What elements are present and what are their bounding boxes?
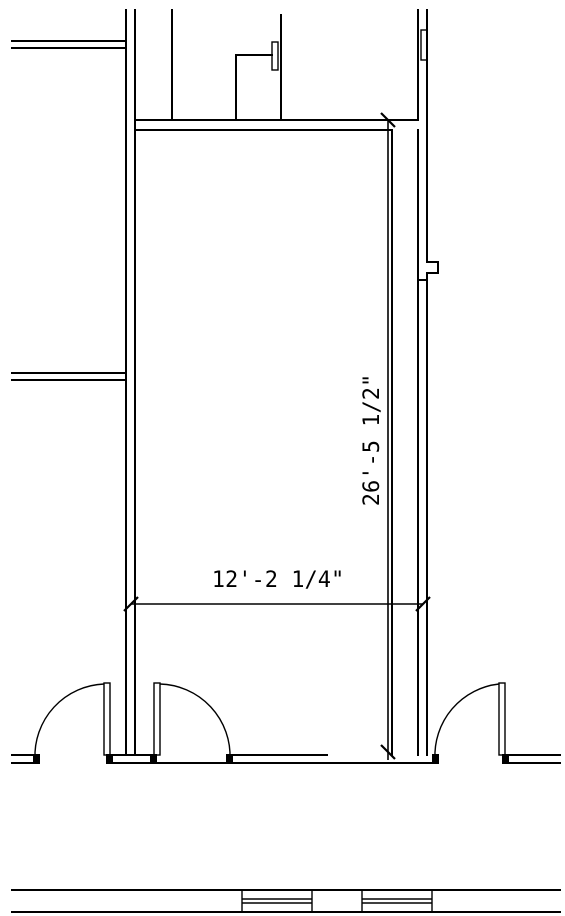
upper-closet-door-jamb [271,41,279,71]
width-dimension-tick-right [415,596,431,612]
top-left-wall [11,40,127,49]
lower-exterior-wall [11,889,561,913]
bottom-corridor-wall [11,754,561,764]
door-center-swing [159,683,231,760]
height-dimension-label: 26'-5 1/2" [360,374,385,506]
height-dimension-tick-bottom [380,744,396,760]
door-center-leaf [153,682,161,756]
right-room-wall [391,9,439,756]
door-left-swing [34,683,105,760]
column-bump [417,261,439,281]
upper-right-door-jamb [420,29,428,61]
window-right [361,889,433,913]
top-room-wall [134,119,419,131]
door-right-swing [434,683,500,760]
door-right-jamb [432,754,439,764]
door-center-jamb [150,754,157,764]
door-center [150,682,233,764]
door-right-jamb-2 [502,754,509,764]
height-dimension-tick-top [380,112,396,128]
window-left [241,889,313,913]
door-right [432,682,509,764]
width-dimension-label: 12'-2 1/4" [212,568,344,593]
width-dimension: 12'-2 1/4" [123,568,431,612]
left-room-wall [125,9,136,756]
door-center-jamb-2 [226,754,233,764]
door-left-jamb-2 [106,754,113,764]
height-dimension: 26'-5 1/2" [360,112,396,760]
width-dimension-tick-left [123,596,139,612]
door-right-leaf [498,682,506,756]
upper-closet [171,9,282,121]
door-left-jamb [33,754,40,764]
door-left-leaf [103,682,111,756]
mid-left-wall [11,372,127,381]
door-left [33,682,113,764]
